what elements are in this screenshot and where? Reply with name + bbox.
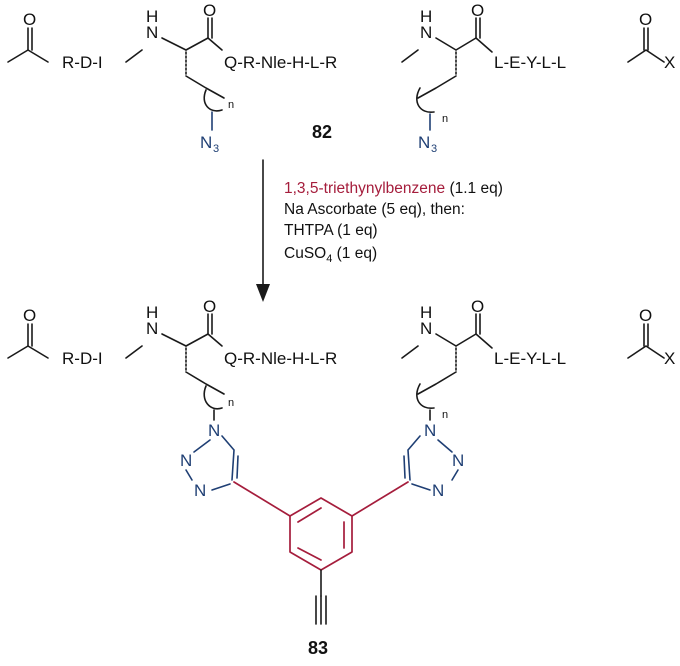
bond-triazole-benzene-right bbox=[351, 481, 409, 517]
condition-line-2: Na Ascorbate (5 eq), then: bbox=[284, 201, 465, 218]
sequence-right: L-E-Y-L-L bbox=[494, 53, 566, 72]
oxygen-right: O bbox=[471, 1, 484, 20]
compound-82-label: 82 bbox=[312, 122, 332, 142]
condition-line-1: 1,3,5-triethynylbenzene (1.1 eq) bbox=[284, 180, 503, 197]
alkyne-triple-bond bbox=[315, 595, 327, 625]
carbonyl-83 bbox=[27, 323, 33, 347]
nh-n-right-83: N bbox=[420, 319, 432, 338]
cuso-eq: (1 eq) bbox=[332, 245, 377, 262]
carbonyl-right-83 bbox=[475, 313, 481, 335]
triazole-right-n2: N bbox=[452, 451, 464, 470]
c-terminal-bond-83 bbox=[627, 345, 665, 359]
carbonyl-left bbox=[207, 17, 213, 39]
compound-83: O R-D-I N H O n Q-R-Nle-H-L-R N H O n L-… bbox=[7, 297, 675, 658]
bond-n-calpha-right-83 bbox=[435, 333, 457, 347]
oxygen-right-83: O bbox=[471, 297, 484, 316]
condition-line-4: CuSO4 (1 eq) bbox=[284, 245, 377, 265]
nh-h-right-83: H bbox=[420, 303, 432, 322]
side-chain-left bbox=[185, 75, 225, 99]
compound-82: O R-D-I N H O n N 3 Q-R-Nle-H-L-R N H O … bbox=[7, 1, 675, 155]
acetyl-bond bbox=[7, 49, 49, 63]
c-terminal-bond bbox=[627, 49, 665, 63]
reaction-conditions: 1,3,5-triethynylbenzene (1.1 eq) Na Asco… bbox=[284, 180, 503, 265]
n-subscript-left: n bbox=[228, 99, 234, 111]
triazole-left-n2: N bbox=[180, 451, 192, 470]
n-subscript-left-83: n bbox=[228, 397, 234, 409]
x-terminus: X bbox=[664, 53, 675, 72]
side-chain-right-83 bbox=[417, 371, 457, 395]
triazole-right-n3: N bbox=[432, 481, 444, 500]
backbone-left bbox=[185, 37, 223, 51]
side-chain-left-83 bbox=[185, 371, 225, 395]
acetyl-bond-83 bbox=[7, 345, 49, 359]
nh-n-left: N bbox=[146, 23, 158, 42]
azide-left: N bbox=[200, 133, 212, 152]
loop-bracket-left-83 bbox=[203, 385, 223, 410]
triazole-right-n1: N bbox=[424, 421, 436, 440]
c-terminal-oxygen: O bbox=[639, 10, 652, 29]
carbonyl-left-83 bbox=[207, 313, 213, 335]
x-terminus-83: X bbox=[664, 349, 675, 368]
azide-right: N bbox=[418, 133, 430, 152]
reagent-name: 1,3,5-triethynylbenzene bbox=[284, 180, 445, 197]
loop-bracket-left bbox=[203, 89, 223, 112]
triazole-left-n3: N bbox=[194, 481, 206, 500]
cuso-sub: 4 bbox=[326, 253, 332, 265]
nh-h-left: H bbox=[146, 7, 158, 26]
azide-sub-right: 3 bbox=[431, 143, 437, 155]
acetyl-oxygen: O bbox=[23, 10, 36, 29]
benzene-ring bbox=[289, 497, 353, 571]
backbone-right-83 bbox=[455, 333, 493, 349]
c-terminal-carbonyl-83 bbox=[643, 323, 649, 347]
c-terminal-oxygen-83: O bbox=[639, 306, 652, 325]
carbonyl-right bbox=[475, 17, 481, 39]
bond-n-calpha-right bbox=[435, 37, 457, 51]
sequence-middle: Q-R-Nle-H-L-R bbox=[224, 53, 337, 72]
cuso-text: CuSO bbox=[284, 245, 326, 262]
carbonyl-double-bond bbox=[27, 27, 33, 51]
reagent-eq: (1.1 eq) bbox=[445, 180, 503, 197]
condition-line-3: THTPA (1 eq) bbox=[284, 222, 378, 239]
benzene-inner-bonds bbox=[297, 507, 345, 561]
sequence-right-83: L-E-Y-L-L bbox=[494, 349, 566, 368]
oxygen-left: O bbox=[203, 1, 216, 20]
backbone-right bbox=[455, 37, 493, 53]
reaction-arrow bbox=[256, 159, 270, 302]
nh-h-right: H bbox=[420, 7, 432, 26]
triazole-left-ring bbox=[185, 435, 239, 491]
n-subscript-right: n bbox=[442, 113, 448, 125]
nh-n-left-83: N bbox=[146, 319, 158, 338]
compound-83-label: 83 bbox=[308, 638, 328, 658]
bond-i-n-83 bbox=[125, 345, 143, 359]
bond-i-n bbox=[125, 49, 143, 63]
sequence-left-83: R-D-I bbox=[62, 349, 103, 368]
bond-r-n bbox=[401, 49, 419, 63]
triazole-right-ring bbox=[403, 435, 459, 491]
acetyl-oxygen-83: O bbox=[23, 306, 36, 325]
side-chain-right bbox=[417, 75, 457, 99]
bond-n-calpha-left bbox=[161, 37, 187, 51]
backbone-left-83 bbox=[185, 333, 223, 347]
sequence-left: R-D-I bbox=[62, 53, 103, 72]
c-terminal-carbonyl bbox=[643, 27, 649, 51]
nh-h-left-83: H bbox=[146, 303, 158, 322]
loop-bracket-right bbox=[416, 87, 435, 113]
bond-n-calpha-left-83 bbox=[161, 333, 187, 347]
bond-triazole-benzene-left bbox=[233, 481, 291, 517]
arrowhead bbox=[256, 284, 270, 302]
azide-sub-left: 3 bbox=[213, 143, 219, 155]
oxygen-left-83: O bbox=[203, 297, 216, 316]
triazole-left-n1: N bbox=[208, 421, 220, 440]
nh-n-right: N bbox=[420, 23, 432, 42]
sequence-middle-83: Q-R-Nle-H-L-R bbox=[224, 349, 337, 368]
n-subscript-right-83: n bbox=[442, 409, 448, 421]
bond-r-n-83 bbox=[401, 345, 419, 359]
loop-bracket-right-83 bbox=[416, 383, 435, 409]
